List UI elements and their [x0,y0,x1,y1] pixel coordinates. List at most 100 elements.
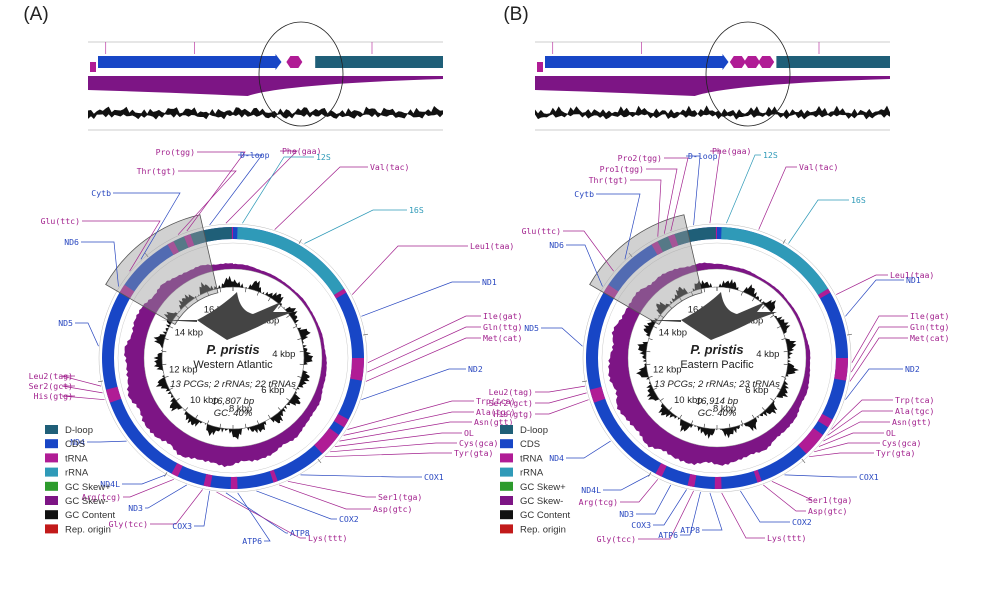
genome-length: 16,914 bp [696,396,738,407]
trna-marker [105,386,122,403]
kbp-tick [691,420,694,425]
genome-length: 16,807 bp [212,396,254,407]
gene-label: Asp(gtc) [373,504,412,514]
leader-line [784,474,857,478]
gene-label: ND3 [128,503,143,513]
legend-label: D-loop [520,425,548,436]
gene-label: Asp(gtc) [808,506,847,516]
scale-tick [648,472,652,477]
gene-label: ATP8 [680,525,700,535]
kbp-label: 8 kbp [713,403,736,414]
gene-label: 16S [409,205,424,215]
leader-line [334,432,462,447]
legend-label: tRNA [65,453,88,464]
gc-content-track [88,106,443,120]
kbp-tick [740,420,743,425]
gene-label: COX1 [424,472,444,482]
leader-line [636,484,672,515]
legend-swatch [45,524,58,534]
gene-label: ND1 [482,277,497,287]
legend-label: rRNA [65,468,89,479]
leader-line [563,230,614,272]
trna-block [90,62,96,72]
sawfish-rostrum [645,320,681,322]
gene-label: ND5 [524,323,539,333]
gene-label: Ala(tgc) [895,406,934,416]
trna-marker [687,473,697,488]
gene-label: COX1 [859,472,879,482]
leader-line [365,337,481,382]
scale-tick [628,252,633,258]
leader-line [646,168,678,234]
leader-line [122,474,166,485]
gene-label: ATP8 [290,528,310,538]
kbp-tick [653,387,658,390]
kbp-tick [292,387,297,390]
outer-ring [582,223,852,493]
legend-swatch [500,439,513,449]
species-name: P. pristis [206,342,259,357]
scale-tick [582,380,588,383]
trna-marker [203,473,213,488]
gene-label: Arg(tcg) [82,492,121,502]
dloop-block [315,56,443,68]
kbp-tick [776,387,781,390]
legend-swatch [500,453,513,463]
trna-marker [119,284,135,299]
leader-line [347,400,474,430]
leader-line [664,157,689,232]
legend-swatch [45,510,58,520]
leader-line [851,315,908,363]
gc-content-track [535,105,890,120]
gene-label: ND4L [100,479,120,489]
gene-label: Tyr(gta) [454,448,493,458]
legend-label: GC Skew- [65,496,108,507]
legend-label: Rep. origin [520,524,566,535]
kbp-tick [268,297,271,302]
legend-label: GC Skew+ [520,482,566,493]
kbp-tick [679,414,682,419]
gene-label: Cys(gca) [882,438,921,448]
kbp-tick [184,305,189,309]
leader-line [300,474,422,478]
leader-line [242,156,314,224]
gene-label: Thr(tgt) [589,175,628,185]
dloop-arc [651,227,716,255]
legend-swatch [45,439,58,449]
leader-line [75,322,99,347]
gene-label: Phe(gaa) [712,146,751,156]
gene-label: Thr(tgt) [137,166,176,176]
legend-swatch [500,524,513,534]
leader-line [256,490,337,520]
trna-block [758,56,775,68]
kbp-tick [286,314,290,318]
scale-tick [801,458,806,464]
gene-label: Gln(ttg) [483,322,522,332]
trna-marker [350,358,364,381]
trna-marker [231,227,233,240]
leader-line [367,326,481,373]
gene-label: Val(tac) [370,162,409,172]
trna-marker [655,463,667,477]
gene-label: Ser2(gct) [489,398,533,408]
kbp-tick [653,326,658,329]
gene-label: ND6 [549,240,564,250]
kbp-tick [268,414,271,419]
leader-line [680,491,701,536]
scale-tick [298,239,302,244]
gc-skew-track [535,76,890,96]
gene-label: Asn(gtt) [474,417,513,427]
kbp-label: 4 kbp [272,349,295,360]
inner-ring [601,242,833,474]
region-name: Western Atlantic [193,359,273,371]
leader-line [237,492,271,542]
rrna-arc [721,227,829,295]
gene-label: Leu1(taa) [890,270,934,280]
gene-label: Trp(tca) [476,396,515,406]
sawfish-silhouette [681,292,777,340]
kbp-tick [761,305,766,309]
scale-tick [164,472,168,477]
gene-label: ATP6 [658,530,678,540]
